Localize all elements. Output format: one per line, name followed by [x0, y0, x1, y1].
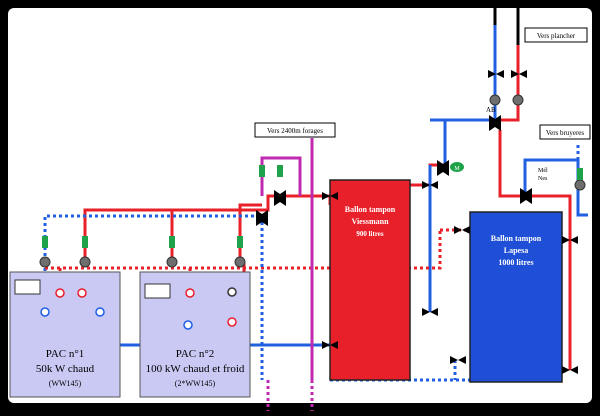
valves: M [39, 70, 586, 374]
label-vers-plancher: Vers plancher [524, 27, 588, 43]
valve-bottom-main [322, 341, 338, 349]
tank-blue-capacity: 1000 litres [498, 258, 533, 267]
sensors [42, 165, 583, 248]
valve-red-tank-in [322, 192, 338, 200]
tank-viessmann: Ballon tampon Viessmann 900 litres [329, 179, 411, 381]
sensor-1 [42, 236, 48, 248]
valve-blue-tank-right [562, 236, 578, 244]
hot-right-down [525, 194, 572, 240]
pac1-power: 50k W chaud [36, 363, 95, 375]
pac2-port-cold [183, 320, 193, 330]
pump-4 [234, 256, 246, 268]
sensor-3 [169, 236, 175, 248]
pump-2 [79, 256, 91, 268]
sensor-2 [82, 236, 88, 248]
pac2-port-hot-b [227, 317, 237, 327]
vers-forages-box [254, 122, 336, 138]
tank-red-brand: Viessmann [351, 217, 389, 226]
sensor-5 [259, 165, 265, 177]
pac2-name: PAC n°2 [176, 348, 215, 360]
pac2-display [144, 283, 171, 299]
pump-3 [166, 256, 178, 268]
pump-1 [39, 256, 51, 268]
sensor-7 [577, 168, 583, 180]
pac1-model: (WW145) [49, 379, 82, 388]
pac2-port-flow [227, 287, 237, 297]
valve-blue-tank-bottom [562, 366, 578, 374]
pac2-unit: PAC n°2 100 kW chaud et froid (2*WW145) [139, 271, 251, 398]
sensor-4 [237, 236, 243, 248]
sensor-6 [277, 165, 283, 177]
tank-red-title: Ballon tampon [345, 205, 396, 214]
valve-bottom-blue [450, 356, 466, 364]
motor-m-badge [450, 162, 464, 172]
hot-right-loop [498, 130, 525, 198]
label-vers-bruyeres: Vers bruyeres [539, 124, 591, 140]
pac1-unit: PAC n°1 50k W chaud (WW145) [9, 271, 121, 398]
vers-forages-text: Vers 2400m forages [267, 127, 323, 135]
motor-m-text: M [454, 166, 460, 172]
valve-ab [489, 115, 501, 131]
valve-plancher-a [511, 70, 527, 78]
tank-red-capacity: 900 litres [356, 230, 384, 238]
vers-plancher-text: Vers plancher [537, 32, 576, 40]
vers-bruyeres-text: Vers bruyeres [546, 129, 585, 137]
vers-plancher-box [524, 27, 588, 43]
valve-m: M [437, 160, 464, 176]
inline-valves [322, 70, 578, 374]
tank-lapesa: Ballon tampon Lapesa 1000 litres [469, 211, 563, 383]
tank-blue-title: Ballon tampon [491, 234, 542, 243]
mel-label: Mél [538, 168, 548, 174]
vers-bruyeres-box [539, 124, 591, 140]
pac2-power: 100 kW chaud et froid [146, 363, 245, 375]
pac1-port-cold-a [40, 307, 50, 317]
valve-forage [274, 190, 286, 206]
pump-plancher-b [512, 94, 524, 106]
pac2-model: (2*WW145) [175, 379, 216, 388]
nes-label: Nes [538, 176, 548, 182]
pumps [39, 94, 586, 268]
tank-blue-body [469, 211, 563, 383]
valve-mel [520, 188, 532, 204]
hot-to-plancher [500, 45, 520, 122]
valve-red-tank-out [422, 181, 438, 189]
label-vers-forages: Vers 2400m forages [254, 122, 336, 138]
pac1-port-cold-b [95, 307, 105, 317]
valve-red-tank-bottom [422, 308, 438, 316]
valve-plancher-b [488, 70, 504, 78]
tank-blue-brand: Lapesa [504, 246, 528, 255]
pump-plancher-a [489, 94, 501, 106]
ab-label: AB [486, 106, 496, 114]
tank-red-body [329, 179, 411, 381]
valve-pac-mix [256, 210, 268, 226]
pac2-port-hot-a [185, 288, 195, 298]
pac1-name: PAC n°1 [46, 348, 85, 360]
pac1-port-hot-b [77, 288, 87, 298]
pac1-port-hot-a [55, 288, 65, 298]
valve-blue-tank-in [454, 226, 470, 234]
pump-bruyeres [574, 179, 586, 191]
pac1-display [14, 279, 41, 295]
